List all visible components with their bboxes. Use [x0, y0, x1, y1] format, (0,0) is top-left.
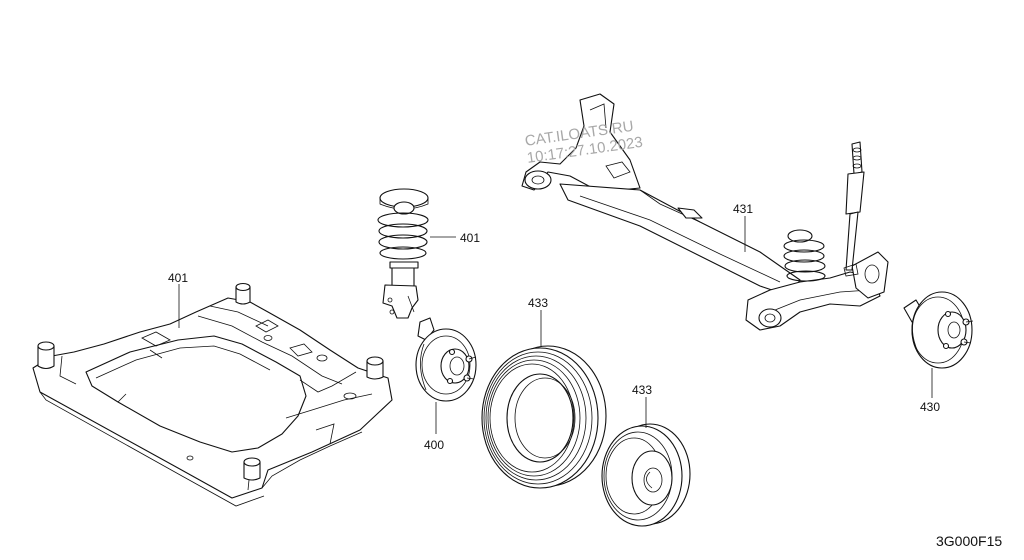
tire[interactable] [481, 345, 607, 489]
diagram-code: 3G000F15 [936, 533, 1003, 549]
rear-axle-beam[interactable] [521, 93, 889, 331]
callout-rear-hub[interactable]: 430 [920, 400, 941, 414]
wheel-rim[interactable] [601, 423, 691, 527]
callout-front-subframe[interactable]: 401 [168, 271, 189, 285]
rear-hub-assembly[interactable] [903, 291, 974, 369]
front-hub-assembly[interactable] [415, 317, 477, 402]
callout-tire[interactable]: 433 [528, 296, 549, 310]
callout-rear-axle[interactable]: 431 [733, 202, 754, 216]
callout-front-strut[interactable]: 401 [460, 231, 481, 245]
front-strut-assembly[interactable] [377, 188, 429, 319]
callout-wheel[interactable]: 433 [632, 383, 653, 397]
front-subframe[interactable] [32, 282, 393, 507]
callout-front-hub[interactable]: 400 [424, 438, 445, 452]
